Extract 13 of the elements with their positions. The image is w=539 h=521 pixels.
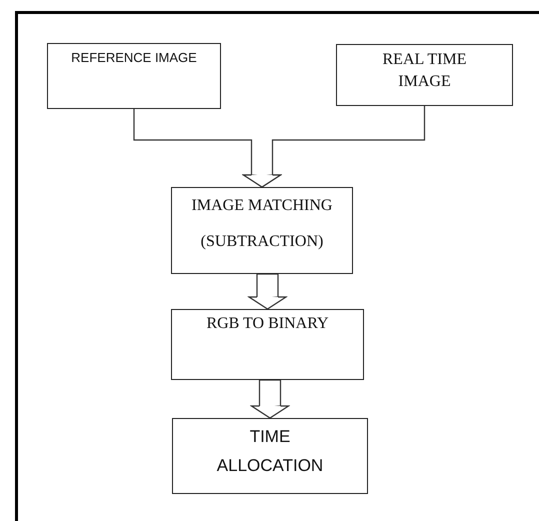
process-box bbox=[171, 187, 353, 274]
process-box bbox=[172, 418, 368, 494]
box-label: REFERENCE IMAGE bbox=[71, 49, 197, 67]
box-label: RGB TO BINARY bbox=[206, 314, 329, 334]
hollow-arrow bbox=[250, 379, 290, 419]
box-label: REAL TIME IMAGE bbox=[382, 50, 468, 92]
box-label: TIME ALLOCATION bbox=[216, 426, 324, 477]
box-label: IMAGE MATCHING (SUBTRACTION) bbox=[190, 196, 334, 252]
process-box bbox=[171, 309, 364, 380]
process-box bbox=[336, 44, 513, 106]
process-box bbox=[47, 43, 221, 109]
hollow-arrow bbox=[242, 106, 426, 188]
hollow-arrow bbox=[248, 273, 287, 310]
